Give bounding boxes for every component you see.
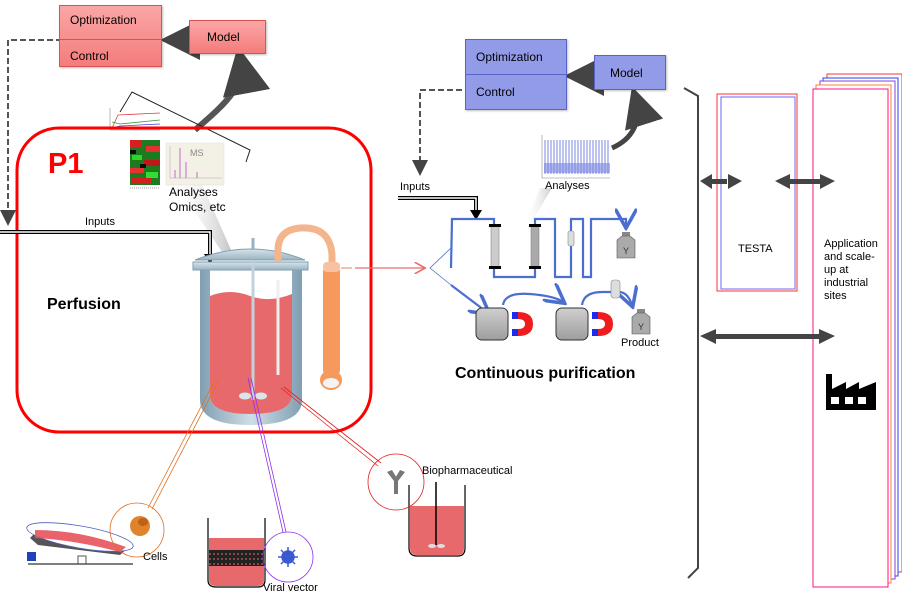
inputs-line-purif	[398, 196, 478, 212]
double-arrow-bracket-testa	[700, 174, 742, 189]
control-label-p1: Control	[70, 49, 109, 63]
trend-chart-thumbnail	[109, 108, 161, 131]
inputs-label-p1: Inputs	[85, 216, 115, 228]
model-box-purif: Model	[594, 55, 666, 90]
application-label-line: up at	[824, 264, 849, 276]
application-label-line: Application	[824, 238, 878, 250]
chromatogram-thumbnail	[541, 135, 610, 179]
right-bracket	[683, 87, 699, 579]
chromatogram-baseline	[544, 163, 610, 173]
analyses-to-model-arrow-purif	[610, 86, 664, 151]
bioreactor	[192, 238, 309, 425]
svg-text:Y: Y	[638, 322, 644, 332]
viral-vector-callout-circle	[262, 531, 314, 583]
model-box-p1: Model	[189, 20, 266, 54]
filter-2	[610, 279, 621, 299]
feedback-dashed-line-p1	[0, 39, 62, 226]
virus-icon	[278, 547, 298, 567]
svg-text:Y: Y	[623, 246, 629, 256]
heatmap-thumbnail	[130, 140, 160, 189]
column-1	[489, 224, 501, 269]
biopharmaceutical-callout-circle	[367, 453, 425, 511]
antibody-icon	[387, 470, 405, 494]
optimization-control-box-purif: Optimization Control	[465, 39, 567, 110]
magnetic-vessel-1	[475, 307, 509, 341]
column-2	[529, 224, 541, 269]
model-label-purif: Model	[610, 66, 643, 80]
magnetic-vessel-2	[555, 307, 589, 341]
chromatogram-axes	[541, 135, 610, 179]
application-label-line: sites	[824, 290, 847, 302]
biopharmaceutical-beaker	[408, 482, 466, 557]
testa-box	[716, 93, 798, 292]
analyses-label-line2: Omics, etc	[169, 200, 226, 214]
analyses-label-p1: Analyses Omics, etc	[169, 185, 226, 215]
cells-callout-circle	[109, 502, 165, 558]
cells-label: Cells	[143, 551, 168, 563]
optimization-control-box-p1: Optimization Control	[59, 5, 162, 67]
viral-vector-label: Viral vector	[263, 582, 318, 594]
ms-label: MS	[190, 148, 204, 158]
analyses-bracket-p1	[119, 91, 251, 163]
inputs-label-purif: Inputs	[400, 181, 430, 193]
optimization-label-purif: Optimization	[476, 50, 543, 64]
product-label: Product	[621, 337, 659, 349]
cells-culture-bag	[26, 522, 134, 565]
magnet-2-icon	[592, 312, 613, 336]
perfusion-title: Perfusion	[47, 296, 121, 313]
application-stack	[812, 73, 902, 588]
magnet-1-icon	[512, 312, 533, 336]
perfusion-column	[274, 224, 352, 390]
feedback-dashed-line-purif	[412, 89, 462, 176]
p1-module-frame	[15, 126, 373, 434]
optimization-label-p1: Optimization	[70, 13, 137, 27]
continuous-purification-title: Continuous purification	[455, 365, 636, 382]
inputs-line-p1	[0, 230, 212, 256]
analyses-label-line1: Analyses	[169, 185, 218, 199]
biopharmaceutical-label: Biopharmaceutical	[422, 465, 513, 477]
application-label-line: industrial	[824, 277, 869, 289]
control-label-purif: Control	[476, 85, 515, 99]
factory-icon	[826, 374, 876, 410]
double-arrow-bracket-application	[700, 329, 835, 344]
testa-label: TESTA	[738, 243, 773, 255]
analyses-to-model-arrow-p1	[193, 46, 271, 133]
product-bottle: Y	[631, 309, 651, 335]
double-arrow-testa-application	[775, 174, 835, 189]
model-label-p1: Model	[207, 30, 240, 44]
mass-spec-thumbnail	[165, 142, 225, 186]
analyses-label-purif: Analyses	[545, 180, 590, 192]
application-label: Application and scale- up at industrial …	[824, 238, 878, 303]
p1-label: P1	[48, 148, 84, 180]
collection-bottle-1: Y	[616, 232, 636, 259]
filter-1	[567, 230, 575, 247]
application-label-line: and scale-	[824, 251, 875, 263]
viral-vector-beaker	[207, 518, 266, 588]
